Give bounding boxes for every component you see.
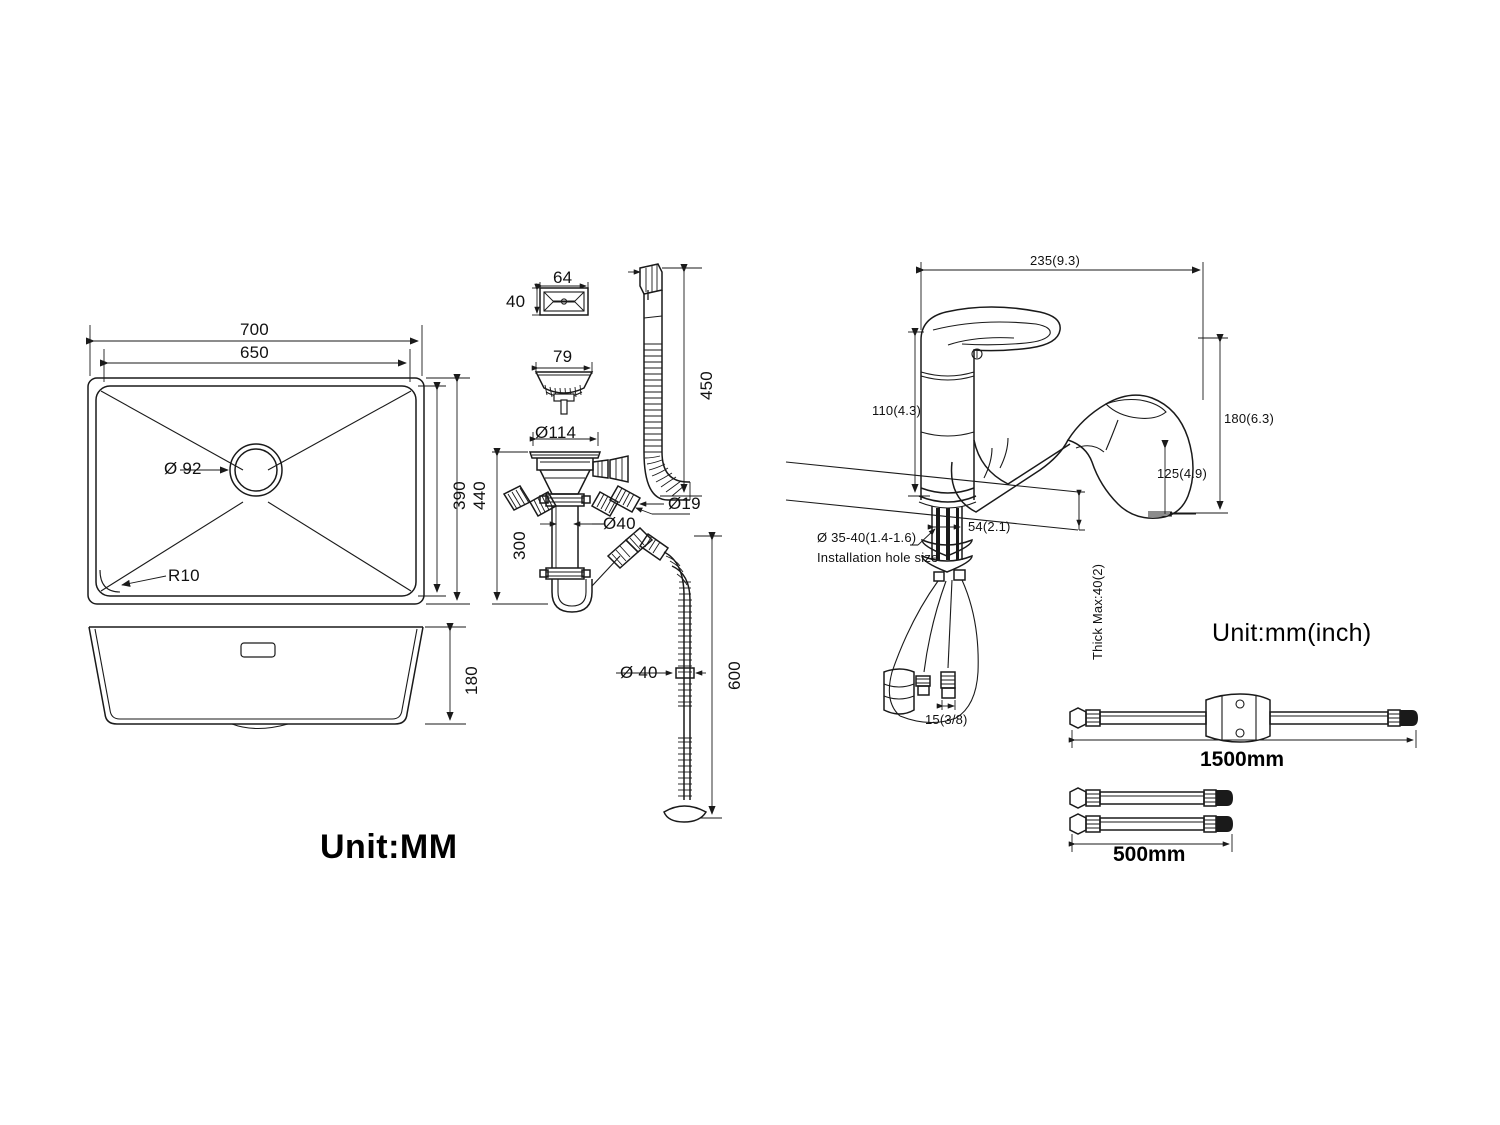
dim-strainer-basket-diameter: 79 bbox=[553, 347, 573, 366]
dim-overflow-cover-width: 64 bbox=[553, 268, 573, 287]
dim-sink-inner-width: 650 bbox=[240, 343, 269, 362]
dim-waste-hose-diameter: Ø 40 bbox=[620, 663, 658, 682]
dim-flange-diameter: Ø114 bbox=[535, 423, 577, 442]
dim-installation-hole: Ø 35-40(1.4-1.6) bbox=[817, 530, 917, 545]
dim-spray-head-height: 125(4.9) bbox=[1157, 466, 1208, 481]
unit-note-right: Unit:mm(inch) bbox=[1212, 619, 1372, 647]
dim-supply-hose-length: 500mm bbox=[1113, 843, 1186, 866]
dim-deck-thickness: Thick Max:40(2) bbox=[1090, 563, 1105, 660]
dim-sink-outer-width: 700 bbox=[240, 320, 269, 339]
dim-drain-hole-diameter: Ø 92 bbox=[164, 459, 202, 478]
dim-pullout-hose-length: 1500mm bbox=[1200, 748, 1285, 771]
dim-overflow-hose-length: 450 bbox=[697, 371, 716, 400]
dim-sink-outer-depth: 440 bbox=[470, 481, 489, 510]
dim-corner-radius: R10 bbox=[168, 566, 200, 585]
dim-faucet-body-height: 110(4.3) bbox=[872, 403, 922, 418]
dim-faucet-base-diameter: 54(2.1) bbox=[968, 519, 1011, 534]
dim-trap-height: 300 bbox=[510, 531, 529, 560]
dim-faucet-reach: 235(9.3) bbox=[1030, 253, 1081, 268]
dim-waste-hose-length: 600 bbox=[725, 661, 744, 690]
label-installation-hole-note: Installation hole size bbox=[817, 550, 939, 565]
unit-note-left: Unit:MM bbox=[320, 828, 458, 866]
dim-sink-depth: 180 bbox=[462, 666, 481, 695]
dim-sink-inner-depth: 390 bbox=[450, 481, 469, 510]
dim-overflow-hose-diameter: Ø19 bbox=[668, 494, 701, 513]
dim-overflow-cover-height: 40 bbox=[506, 292, 526, 311]
dim-tailpiece-diameter: Ø40 bbox=[603, 514, 636, 533]
dim-faucet-overall-height: 180(6.3) bbox=[1224, 411, 1275, 426]
dim-supply-thread: 15(3/8) bbox=[925, 712, 968, 727]
